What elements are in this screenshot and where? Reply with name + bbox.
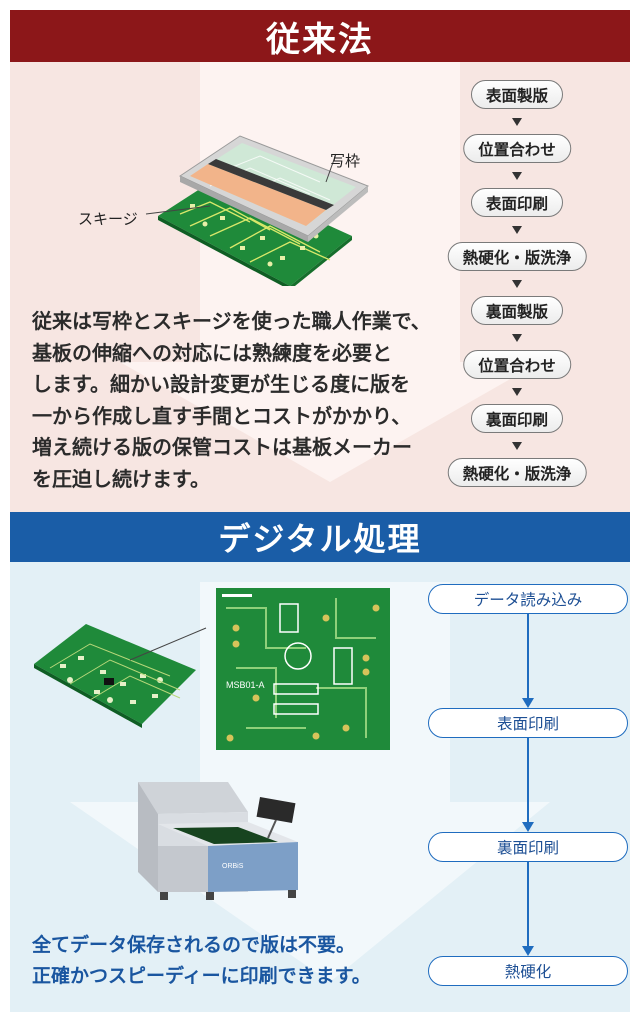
down-arrow-icon <box>512 334 522 342</box>
down-arrow-icon <box>512 388 522 396</box>
squeegee-label: スキージ <box>78 210 138 228</box>
flow-connector <box>527 614 529 700</box>
description-line: 全てデータ保存されるので版は不要。 <box>32 934 356 956</box>
description-line: 基板の伸縮への対応には熟練度を必要と <box>32 340 392 365</box>
flow-step-pill: データ読み込み <box>428 584 628 614</box>
step-pill: 熱硬化・版洗浄 <box>447 458 587 487</box>
step-pill: 位置合わせ <box>463 134 571 163</box>
step-pill: 位置合わせ <box>463 350 571 379</box>
machine-brand-label: ORBiS <box>222 863 244 870</box>
description-line: 一から作成し直す手間とコストがかかり、 <box>32 403 412 428</box>
pcb-silk-label: MSB01-A <box>226 680 265 690</box>
screen-printing-illustration <box>145 135 369 286</box>
description-line: 正確かつスピーディーに印刷できます。 <box>32 965 371 987</box>
digital-panel: MSB01-A ORBiS データ読み込み 表面印刷 裏面印刷 熱硬化 全てデー… <box>10 562 630 1012</box>
step-pill: 表面印刷 <box>470 188 564 217</box>
flow-connector <box>527 738 529 824</box>
digital-description: 全てデータ保存されるので版は不要。 正確かつスピーディーに印刷できます。 <box>32 930 371 992</box>
down-arrow-icon <box>522 698 534 708</box>
step-pill: 裏面製版 <box>470 296 564 325</box>
down-arrow-icon <box>522 946 534 956</box>
step-pill: 裏面印刷 <box>470 404 564 433</box>
description-line: 従来は写枠とスキージを使った職人作業で、 <box>32 309 431 333</box>
screen-frame <box>178 135 369 242</box>
down-arrow-icon <box>512 280 522 288</box>
conventional-title: 従来法 <box>10 10 630 62</box>
down-arrow-icon <box>512 442 522 450</box>
digital-title: デジタル処理 <box>10 512 630 562</box>
down-arrow-icon <box>512 118 522 126</box>
pcb-board <box>158 176 352 286</box>
description-line: 増え続ける版の保管コストは基板メーカー <box>32 435 412 459</box>
description-line: します。細かい設計変更が生じる度に版を <box>32 372 410 396</box>
flow-step-pill: 裏面印刷 <box>428 832 628 862</box>
frame-label: 写枠 <box>330 152 361 170</box>
description-line: を圧迫し続けます。 <box>32 466 210 491</box>
down-arrow-icon <box>522 822 534 832</box>
flow-step-pill: 熱硬化 <box>428 956 628 986</box>
flow-connector <box>527 862 529 948</box>
inkjet-printer-machine: ORBiS <box>138 782 298 900</box>
down-arrow-icon <box>512 226 522 234</box>
pcb-board-image <box>34 624 207 728</box>
down-arrow-icon <box>512 172 522 180</box>
conventional-description: 従来は写枠とスキージを使った職人作業で、 基板の伸縮への対応には熟練度を必要と … <box>32 306 452 495</box>
step-pill: 熱硬化・版洗浄 <box>447 242 587 271</box>
flow-step-pill: 表面印刷 <box>428 708 628 738</box>
pcb-closeup-image: MSB01-A <box>216 588 390 750</box>
conventional-panel: 写枠 スキージ 従来は写枠とスキージを使った職人作業で、 基板の伸縮への対応には… <box>10 62 630 512</box>
step-pill: 表面製版 <box>470 80 564 109</box>
